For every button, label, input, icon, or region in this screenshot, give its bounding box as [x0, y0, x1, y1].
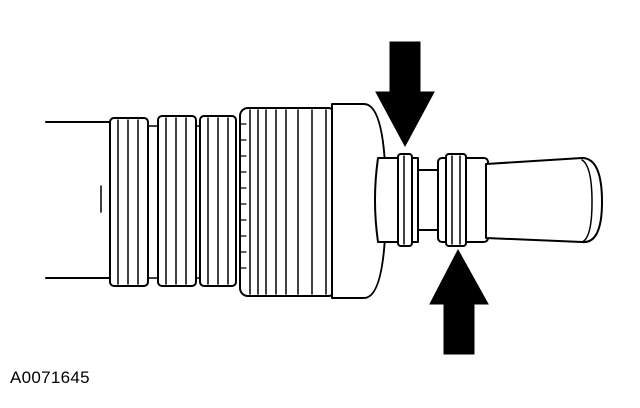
splined-hub — [239, 107, 337, 297]
down-arrow-icon — [375, 41, 435, 148]
main-shaft — [45, 121, 113, 279]
shaft-neck — [417, 169, 441, 231]
figure-id-label: A0071645 — [10, 368, 90, 387]
shaft-end — [485, 157, 603, 244]
up-arrow-icon — [429, 248, 489, 355]
bearing-collar-stack — [109, 115, 237, 287]
first-seal-journal — [374, 153, 419, 247]
second-seal-journal — [437, 153, 489, 247]
